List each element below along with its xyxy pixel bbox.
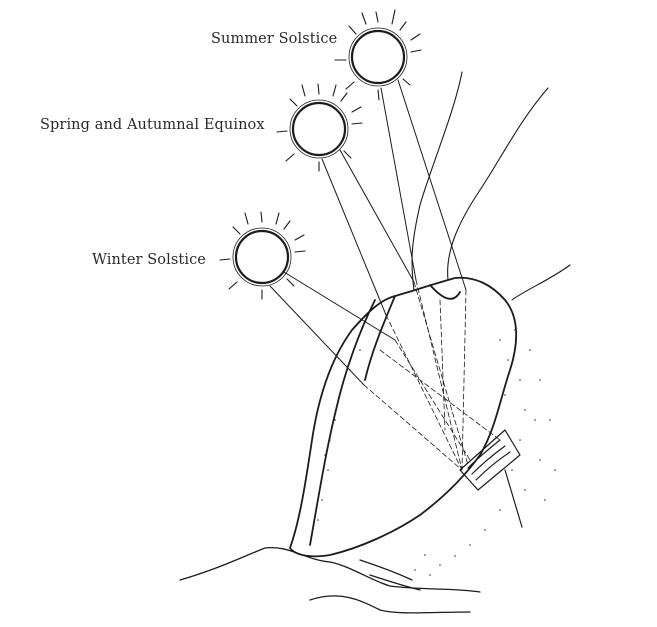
sun-icon	[219, 211, 306, 300]
label-summer-solstice: Summer Solstice	[211, 31, 338, 47]
sun-icon	[334, 9, 422, 101]
rock-slab	[289, 276, 518, 558]
ground	[179, 546, 481, 614]
cliff-lines	[411, 71, 571, 301]
label-equinox: Spring and Autumnal Equinox	[40, 117, 265, 133]
projection-lines	[363, 279, 501, 471]
rock-shading	[317, 329, 556, 576]
sun-beams	[269, 79, 467, 386]
sun-icon	[276, 83, 363, 172]
label-winter-solstice: Winter Solstice	[92, 252, 206, 268]
petroglyph-spiral	[459, 429, 521, 491]
